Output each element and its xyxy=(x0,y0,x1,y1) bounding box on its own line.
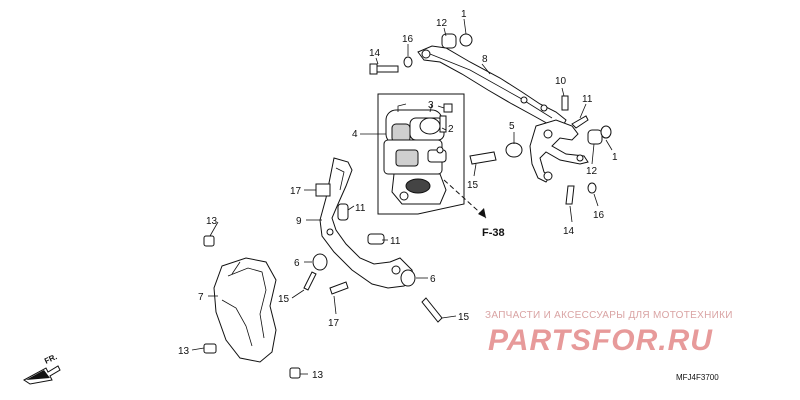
callout-5[interactable]: 5 xyxy=(509,121,515,132)
callout-16[interactable]: 16 xyxy=(402,34,414,45)
watermark-tagline: ЗАПЧАСТИ И АКСЕССУАРЫ ДЛЯ МОТОТЕХНИКИ xyxy=(485,310,733,321)
reference-arrow xyxy=(443,179,487,219)
callout-7[interactable]: 7 xyxy=(198,292,204,303)
callout-17[interactable]: 17 xyxy=(328,318,340,329)
callout-3[interactable]: 3 xyxy=(428,100,434,111)
callout-10[interactable]: 10 xyxy=(555,76,567,87)
modulator-unit-drawing xyxy=(383,103,447,205)
callout-17[interactable]: 17 xyxy=(290,186,302,197)
callout-6[interactable]: 6 xyxy=(430,274,436,285)
callout-15[interactable]: 15 xyxy=(278,294,290,305)
right-stay-drawing xyxy=(529,119,589,183)
callout-15[interactable]: 15 xyxy=(467,180,479,191)
callout-14[interactable]: 14 xyxy=(563,226,575,237)
hardware-drawing xyxy=(203,33,612,379)
callout-8[interactable]: 8 xyxy=(482,54,488,65)
callout-4[interactable]: 4 xyxy=(352,129,358,140)
callout-12[interactable]: 12 xyxy=(586,166,598,177)
watermark-logo: PARTSFOR.RU xyxy=(488,324,713,357)
callout-16[interactable]: 16 xyxy=(593,210,605,221)
callout-2[interactable]: 2 xyxy=(448,124,454,135)
callout-14[interactable]: 14 xyxy=(369,48,381,59)
callout-15[interactable]: 15 xyxy=(458,312,470,323)
callout-13[interactable]: 13 xyxy=(178,346,190,357)
callout-1[interactable]: 1 xyxy=(461,9,467,20)
callout-13[interactable]: 13 xyxy=(312,370,324,381)
callout-9[interactable]: 9 xyxy=(296,216,302,227)
diagram-code: MFJ4F3700 xyxy=(676,373,719,382)
frame-stay-drawing xyxy=(319,157,415,289)
reference-label[interactable]: F-38 xyxy=(482,227,505,239)
front-direction-label: FR. xyxy=(43,352,58,366)
callout-11[interactable]: 11 xyxy=(582,94,593,105)
upper-stay-drawing xyxy=(417,45,567,129)
front-direction-arrow-icon xyxy=(23,365,61,385)
leader-lines xyxy=(191,18,613,375)
callout-12[interactable]: 12 xyxy=(436,18,448,29)
callout-11[interactable]: 11 xyxy=(390,236,401,247)
lower-cover-drawing xyxy=(213,257,277,363)
assembly-boundary-box xyxy=(377,93,465,215)
callout-13[interactable]: 13 xyxy=(206,216,218,227)
callout-6[interactable]: 6 xyxy=(294,258,300,269)
callout-11[interactable]: 11 xyxy=(355,203,366,214)
callout-1[interactable]: 1 xyxy=(612,152,618,163)
